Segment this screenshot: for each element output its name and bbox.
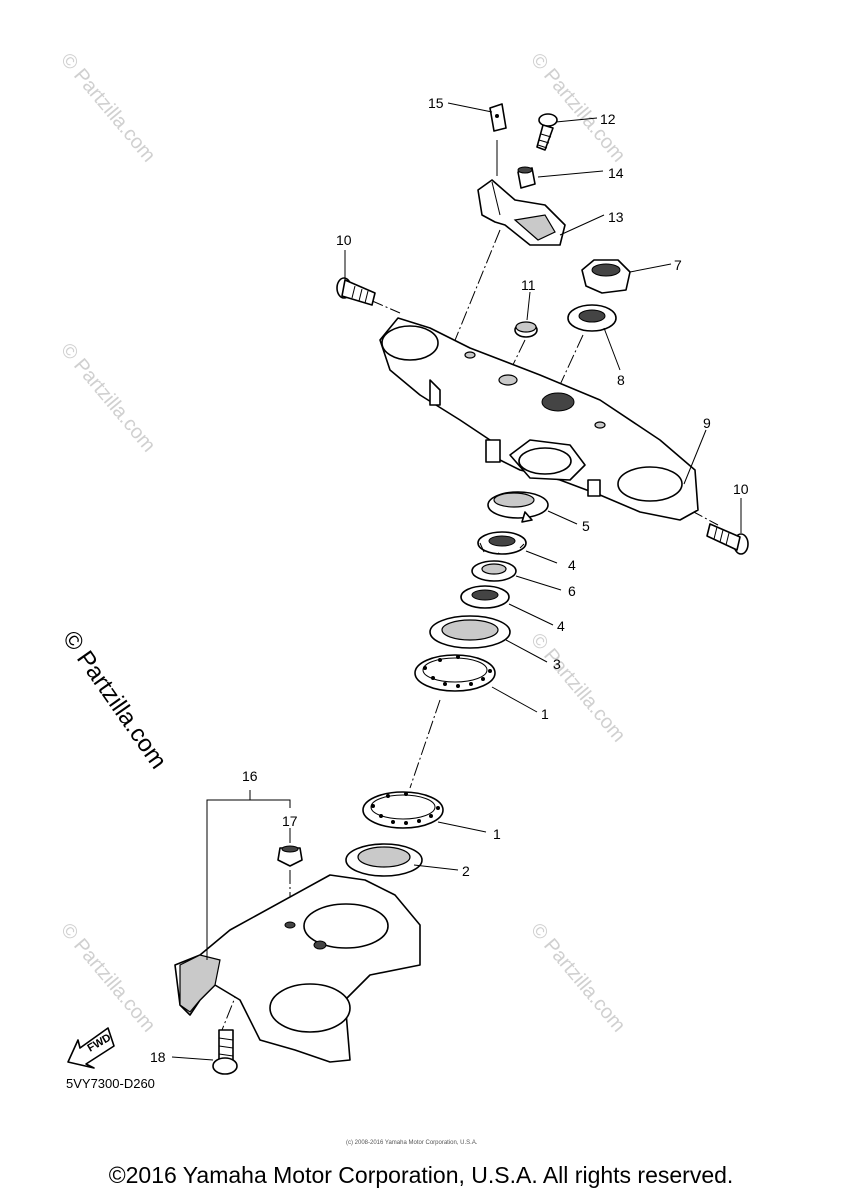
- watermark-3: © Partzilla.com: [56, 339, 159, 456]
- small-copyright: (c) 2008-2016 Yamaha Motor Corporation, …: [346, 1140, 478, 1146]
- part-10-bolt-lower[interactable]: [706, 523, 749, 555]
- part-11-cap[interactable]: [514, 321, 538, 338]
- leader-lines: [171, 102, 742, 1061]
- callout-10-upper: 10: [336, 232, 352, 248]
- part-15-clip[interactable]: [489, 103, 507, 132]
- callout-1-upper: 1: [541, 706, 549, 722]
- callout-5: 5: [582, 518, 590, 534]
- callout-11: 11: [521, 277, 536, 293]
- part-12-screw[interactable]: [536, 113, 558, 151]
- part-8-washer[interactable]: [567, 304, 617, 332]
- part-4-ring-nut-lower[interactable]: [460, 585, 510, 609]
- part-9-upper-bracket[interactable]: [379, 317, 699, 521]
- callout-10-lower: 10: [733, 481, 749, 497]
- part-18-bolt[interactable]: [212, 1029, 238, 1075]
- callout-17: 17: [282, 813, 298, 829]
- part-1-bearing-lower[interactable]: [362, 791, 444, 829]
- watermark-4: © Partzilla.com: [526, 629, 629, 746]
- callout-12: 12: [600, 111, 616, 127]
- part-17-nut[interactable]: [277, 845, 303, 867]
- part-16-under-bracket[interactable]: [174, 874, 421, 1063]
- watermark-large: © Partzilla.com: [57, 626, 172, 774]
- callout-8: 8: [617, 372, 625, 388]
- callout-7: 7: [674, 257, 682, 273]
- callouts: 15 12 14 13 10 7 11 8 9 10 5 4 6 4 3 1 1…: [150, 95, 749, 1065]
- part-1-bearing-upper[interactable]: [414, 654, 496, 692]
- watermark-5: © Partzilla.com: [56, 919, 159, 1036]
- callout-6: 6: [568, 583, 576, 599]
- part-10-bolt-upper[interactable]: [336, 277, 376, 306]
- diagram-reference-code: 5VY7300-D260: [66, 1076, 155, 1091]
- watermark-6: © Partzilla.com: [526, 919, 629, 1036]
- callout-3: 3: [553, 656, 561, 672]
- watermark-1: © Partzilla.com: [56, 49, 159, 166]
- callout-13: 13: [608, 209, 624, 225]
- callout-9: 9: [703, 415, 711, 431]
- callout-14: 14: [608, 165, 624, 181]
- part-7-nut[interactable]: [581, 259, 631, 294]
- part-5-washer[interactable]: [487, 491, 549, 523]
- footer-copyright: ©2016 Yamaha Motor Corporation, U.S.A. A…: [108, 1162, 734, 1188]
- callout-15: 15: [428, 95, 444, 111]
- part-3-seal[interactable]: [429, 615, 511, 649]
- callout-1-lower: 1: [493, 826, 501, 842]
- callout-16: 16: [242, 768, 258, 784]
- callout-4-upper: 4: [568, 557, 576, 573]
- part-4-ring-nut-upper[interactable]: [477, 531, 527, 555]
- part-6-washer[interactable]: [471, 560, 517, 582]
- fwd-arrow-icon: FWD: [67, 1027, 115, 1069]
- part-13-bracket[interactable]: [477, 179, 566, 246]
- part-14-collar[interactable]: [517, 166, 536, 189]
- part-2-seal[interactable]: [345, 843, 423, 877]
- callout-18: 18: [150, 1049, 166, 1065]
- callout-16-bracket: [206, 790, 291, 960]
- callout-2: 2: [462, 863, 470, 879]
- callout-4-lower: 4: [557, 618, 565, 634]
